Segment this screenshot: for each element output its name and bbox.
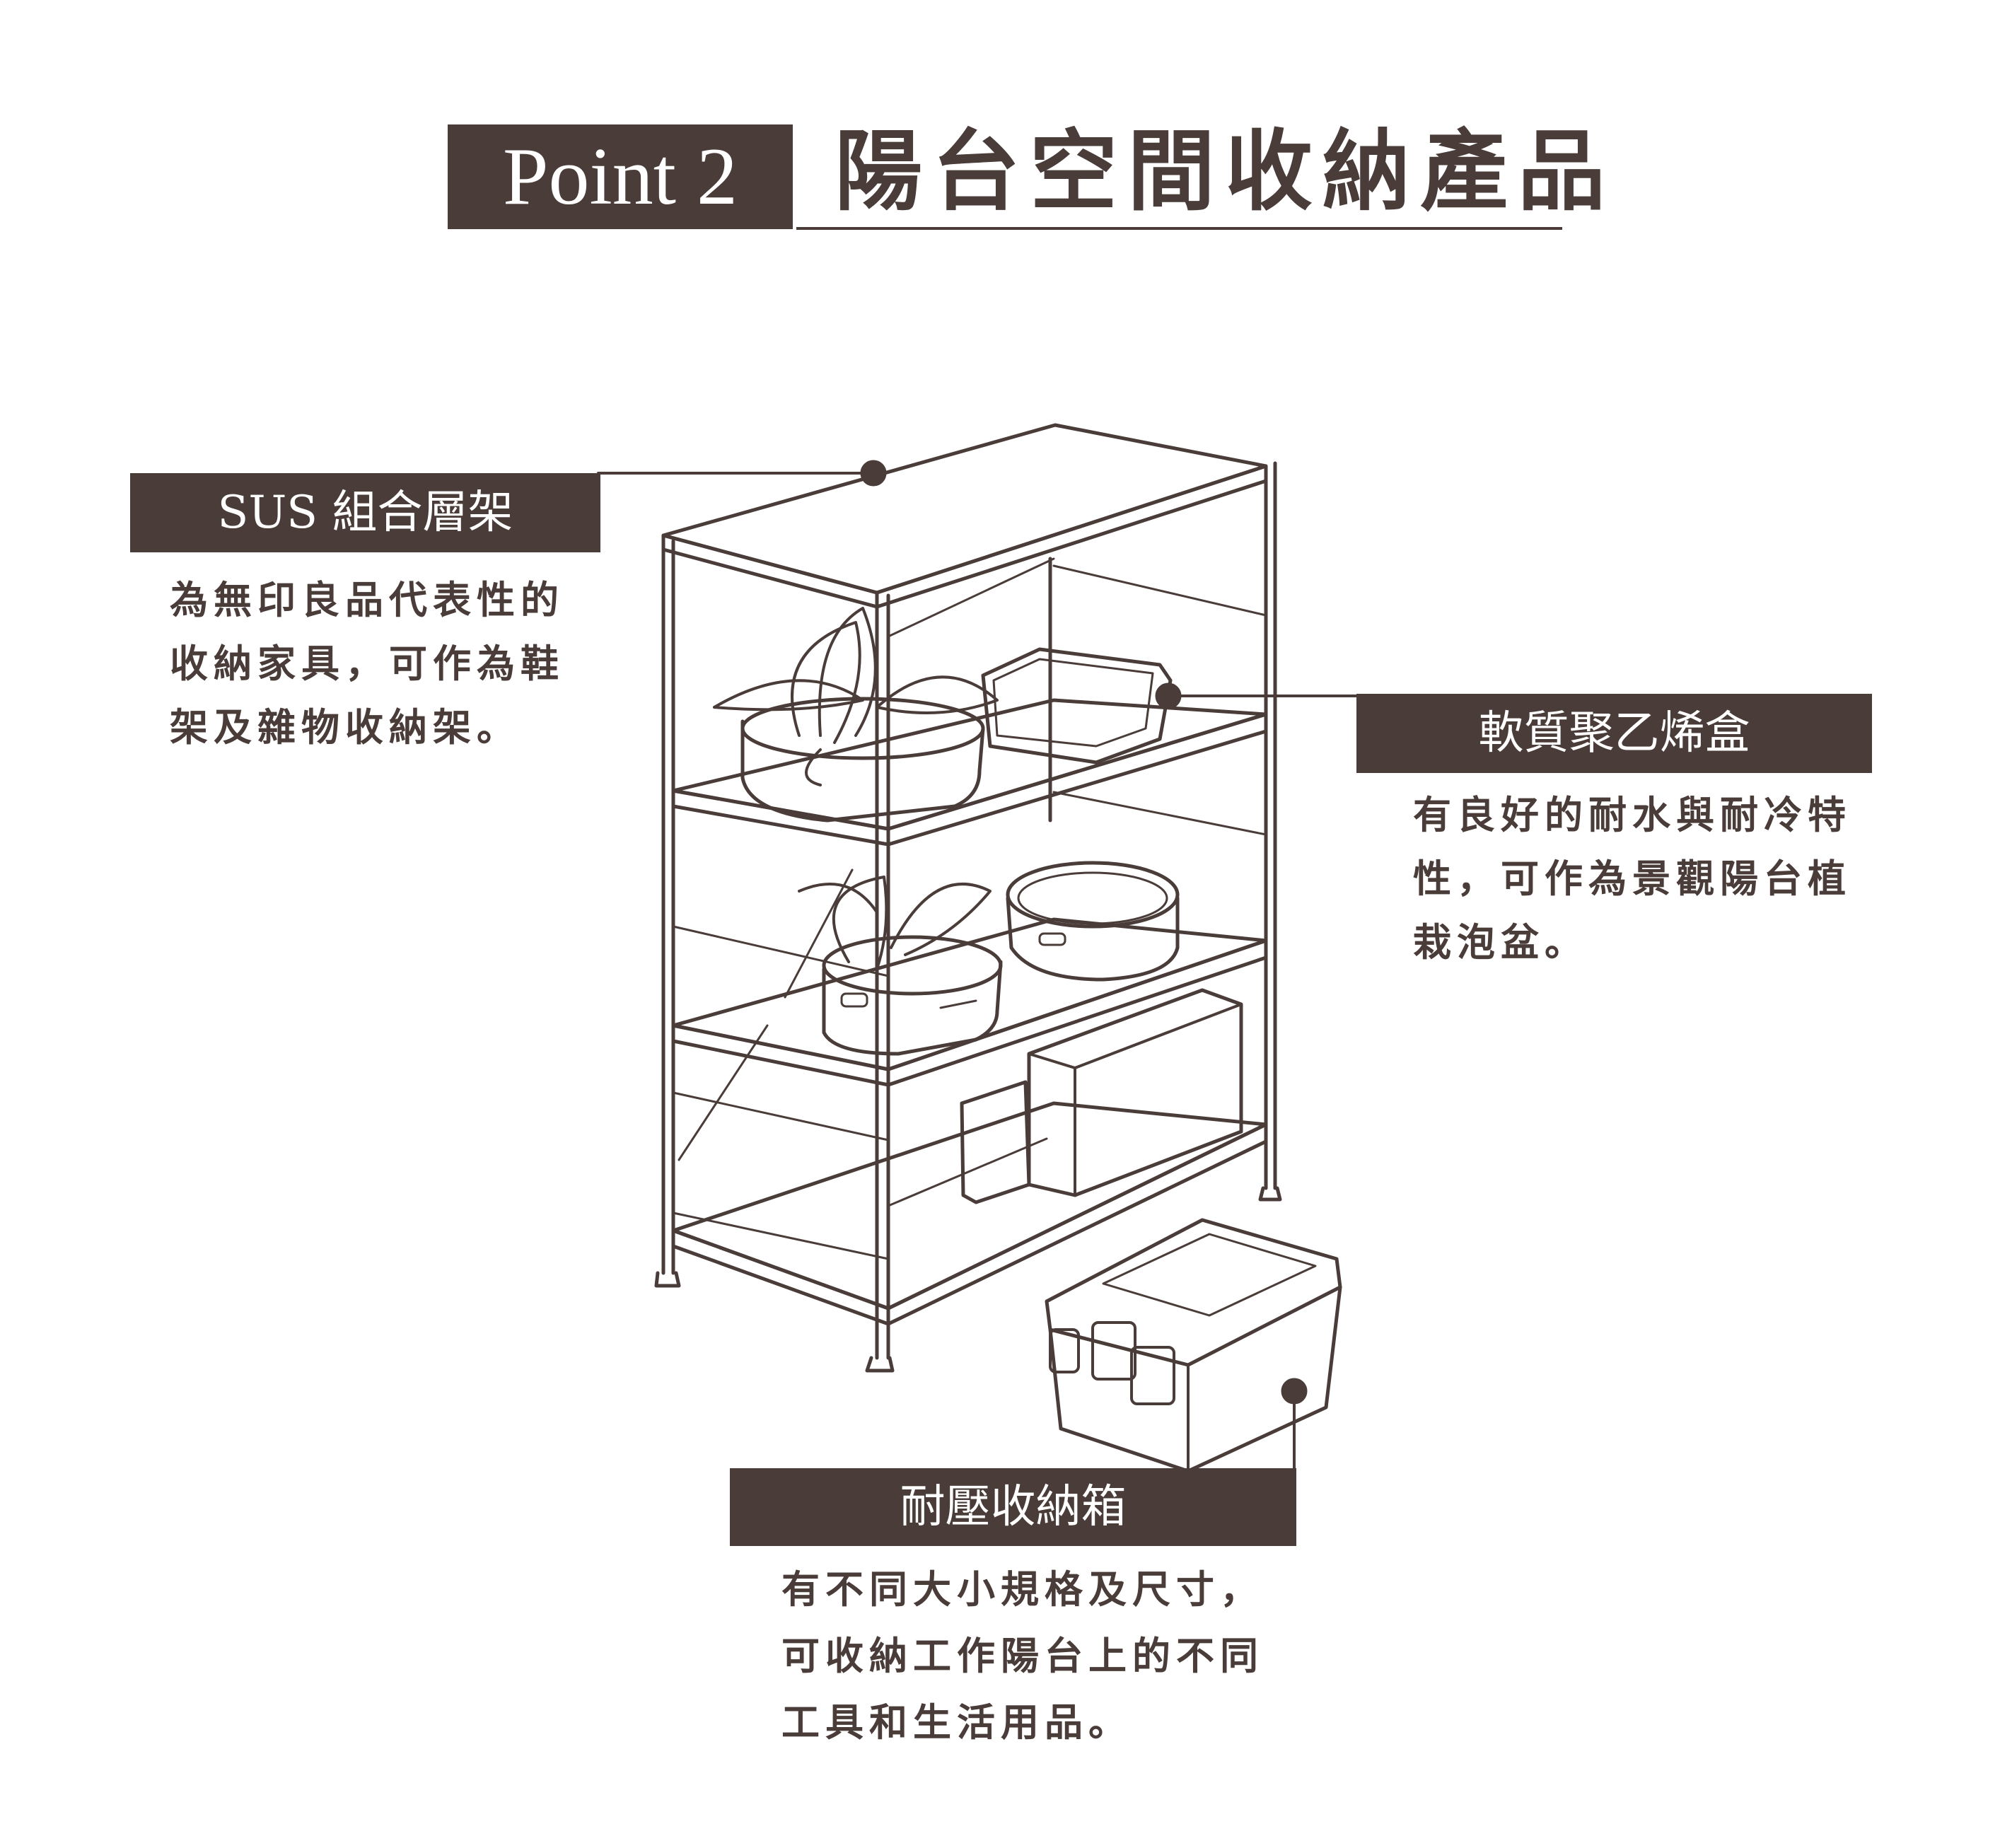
- storage-box-floor: [1045, 1218, 1342, 1473]
- title-underline: [796, 227, 1562, 230]
- plant-pot-middle: [798, 876, 1003, 1056]
- page-title: 陽台空間收納產品: [835, 120, 1616, 223]
- desc-line: 為無印良品代表性的: [170, 577, 564, 622]
- storage-box-shelf: [960, 988, 1243, 1204]
- shelf-frame: [654, 423, 1282, 1373]
- desc-line: 收納家具，可作為鞋: [170, 641, 564, 686]
- point-badge: Point 2: [448, 124, 793, 229]
- marker-dot-storage-box: [1281, 1378, 1308, 1405]
- desc-line: 架及雜物收納架。: [170, 704, 521, 750]
- desc-pe-box: 有良好的耐水與耐冷特 性，可作為景觀陽台植 栽泡盆。: [1413, 783, 1851, 974]
- label-storage-box: 耐壓收納箱: [730, 1468, 1296, 1546]
- desc-line: 有不同大小規格及尺寸，: [781, 1567, 1264, 1612]
- plant-pot-top: [713, 607, 999, 823]
- desc-storage-box: 有不同大小規格及尺寸， 可收納工作陽台上的不同 工具和生活用品。: [781, 1556, 1264, 1755]
- desc-line: 可收納工作陽台上的不同: [781, 1633, 1264, 1678]
- label-pe-box: 軟質聚乙烯盒: [1356, 694, 1872, 773]
- desc-line: 有良好的耐水與耐冷特: [1413, 792, 1851, 837]
- round-pot-middle: [1006, 861, 1180, 982]
- label-sus-shelf: SUS 組合層架: [130, 473, 600, 552]
- desc-line: 栽泡盆。: [1413, 919, 1588, 965]
- desc-line: 性，可作為景觀陽台植: [1413, 856, 1851, 901]
- desc-sus-shelf: 為無印良品代表性的 收納家具，可作為鞋 架及雜物收納架。: [170, 568, 564, 759]
- leader-lines: [597, 472, 1358, 1476]
- desc-line: 工具和生活用品。: [781, 1699, 1132, 1745]
- pe-box-top: [981, 647, 1173, 765]
